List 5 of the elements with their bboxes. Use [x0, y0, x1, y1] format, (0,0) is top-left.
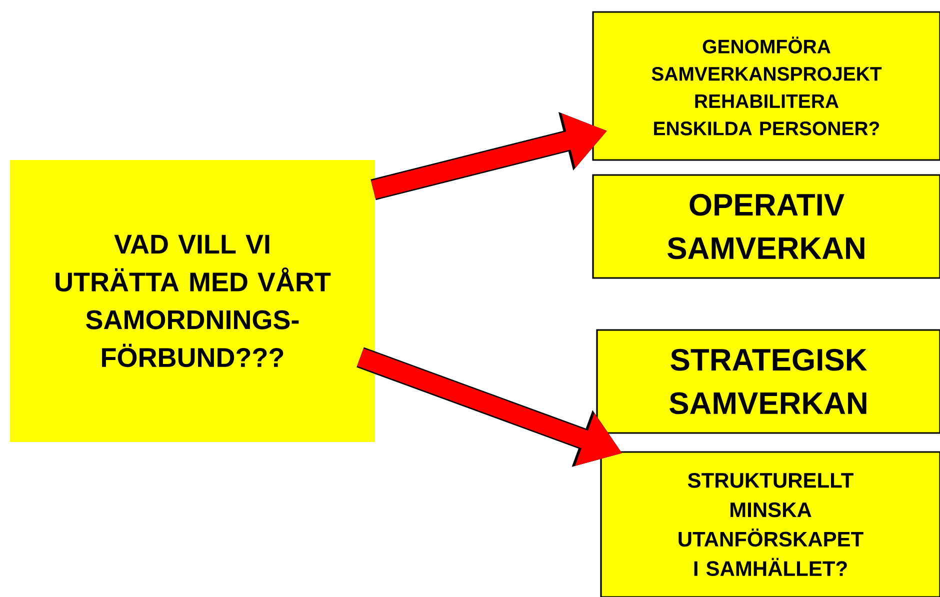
goal-box: GENOMFÖRA SAMVERKANSPROJEKT REHABILITERA ENSKILDA PERSONER? [592, 11, 940, 161]
goal-box: STRATEGISK SAMVERKAN [596, 329, 940, 434]
question-box: VAD VILL VI UTRÄTTA MED VÅRT SAMORDNINGS- FÖRBUND??? [10, 160, 375, 442]
goal-box: STRUKTURELLT MINSKA UTANFÖRSKAPET I SAMHÄLLET? [600, 451, 940, 597]
goal-box: OPERATIV SAMVERKAN [592, 174, 940, 279]
